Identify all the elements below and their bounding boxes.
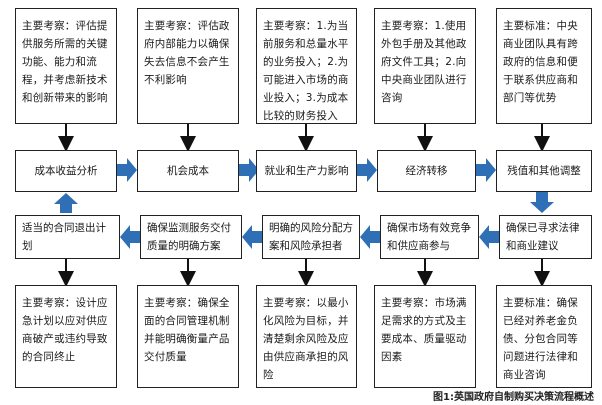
description-box-bottom-4: 主要考察：市场满足需求的方式及主要成本、质量驱动因素 <box>374 285 476 388</box>
process-step-5: 残值和其他调整 <box>496 150 592 192</box>
right-flow-arrow <box>239 158 259 182</box>
return-step-3: 明确的风险分配方案和风险承担者 <box>262 215 360 259</box>
process-step-3: 就业和生产力影响 <box>256 150 357 192</box>
process-step-4: 经济转移 <box>377 150 476 192</box>
description-box-top-1: 主要考察：评估提供服务所需的关键功能、能力和流程，并考虑新技术和创新带来的影响 <box>15 8 117 124</box>
description-box-bottom-1: 主要考察：设计应急计划以应对供应商破产或违约导致的合同终止 <box>15 285 117 388</box>
process-step-label: 就业和生产力影响 <box>264 165 349 177</box>
right-flow-arrow <box>117 158 137 182</box>
process-step-1: 成本收益分析 <box>15 150 117 192</box>
return-step-label: 确保市场有效竞争和供应商参与 <box>387 222 471 252</box>
return-step-label: 确保监测服务交付质量的明确方案 <box>147 222 231 252</box>
return-step-1: 适当的合同退出计划 <box>15 215 120 259</box>
down-flow-arrow <box>530 192 554 213</box>
left-flow-arrow <box>360 225 380 249</box>
right-flow-arrow <box>476 158 496 182</box>
description-box-bottom-5: 主要标准：确保已经对养老金负债、分包合同等问题进行法律和商业咨询 <box>496 285 592 388</box>
return-step-5: 确保已寻求法律和商业建议 <box>499 215 592 259</box>
up-flow-arrow <box>54 193 78 213</box>
return-step-2: 确保监测服务交付质量的明确方案 <box>140 215 242 259</box>
process-step-label: 成本收益分析 <box>34 165 98 177</box>
description-box-top-2: 主要考察：评估政府内部能力以确保失去信息不会产生不利影响 <box>137 8 239 124</box>
left-flow-arrow <box>120 225 140 249</box>
description-box-bottom-3: 主要考察：以最小化风险为目标，并清楚剩余风险及应由供应商承担的风险 <box>256 285 357 388</box>
figure-caption: 图1:英国政府自制购买决策流程概述 <box>433 392 594 403</box>
right-flow-arrow <box>357 158 377 182</box>
process-step-label: 机会成本 <box>167 165 209 177</box>
left-flow-arrow <box>479 225 499 249</box>
description-box-bottom-2: 主要考察：确保全面的合同管理机制并能明确衡量产品交付质量 <box>137 285 239 388</box>
description-box-top-3: 主要考察：1.为当前服务和总量水平的业务投入；2.为可能进入市场的商业投入；3.… <box>256 8 357 124</box>
description-box-top-5: 主要标准：中央商业团队具有跨政府的信息和便于联系供应商和部门等优势 <box>496 8 592 124</box>
process-step-label: 经济转移 <box>405 165 448 177</box>
return-step-label: 适当的合同退出计划 <box>22 222 106 252</box>
return-step-4: 确保市场有效竞争和供应商参与 <box>380 215 479 259</box>
left-flow-arrow <box>242 225 262 249</box>
process-step-2: 机会成本 <box>137 150 239 192</box>
return-step-label: 明确的风险分配方案和风险承担者 <box>269 222 353 252</box>
description-box-top-4: 主要考察：1.使用外包手册及其他政府文件工具；2.向中央商业团队进行咨询 <box>374 8 476 124</box>
process-step-label: 残值和其他调整 <box>507 165 581 177</box>
return-step-label: 确保已寻求法律和商业建议 <box>506 222 580 252</box>
